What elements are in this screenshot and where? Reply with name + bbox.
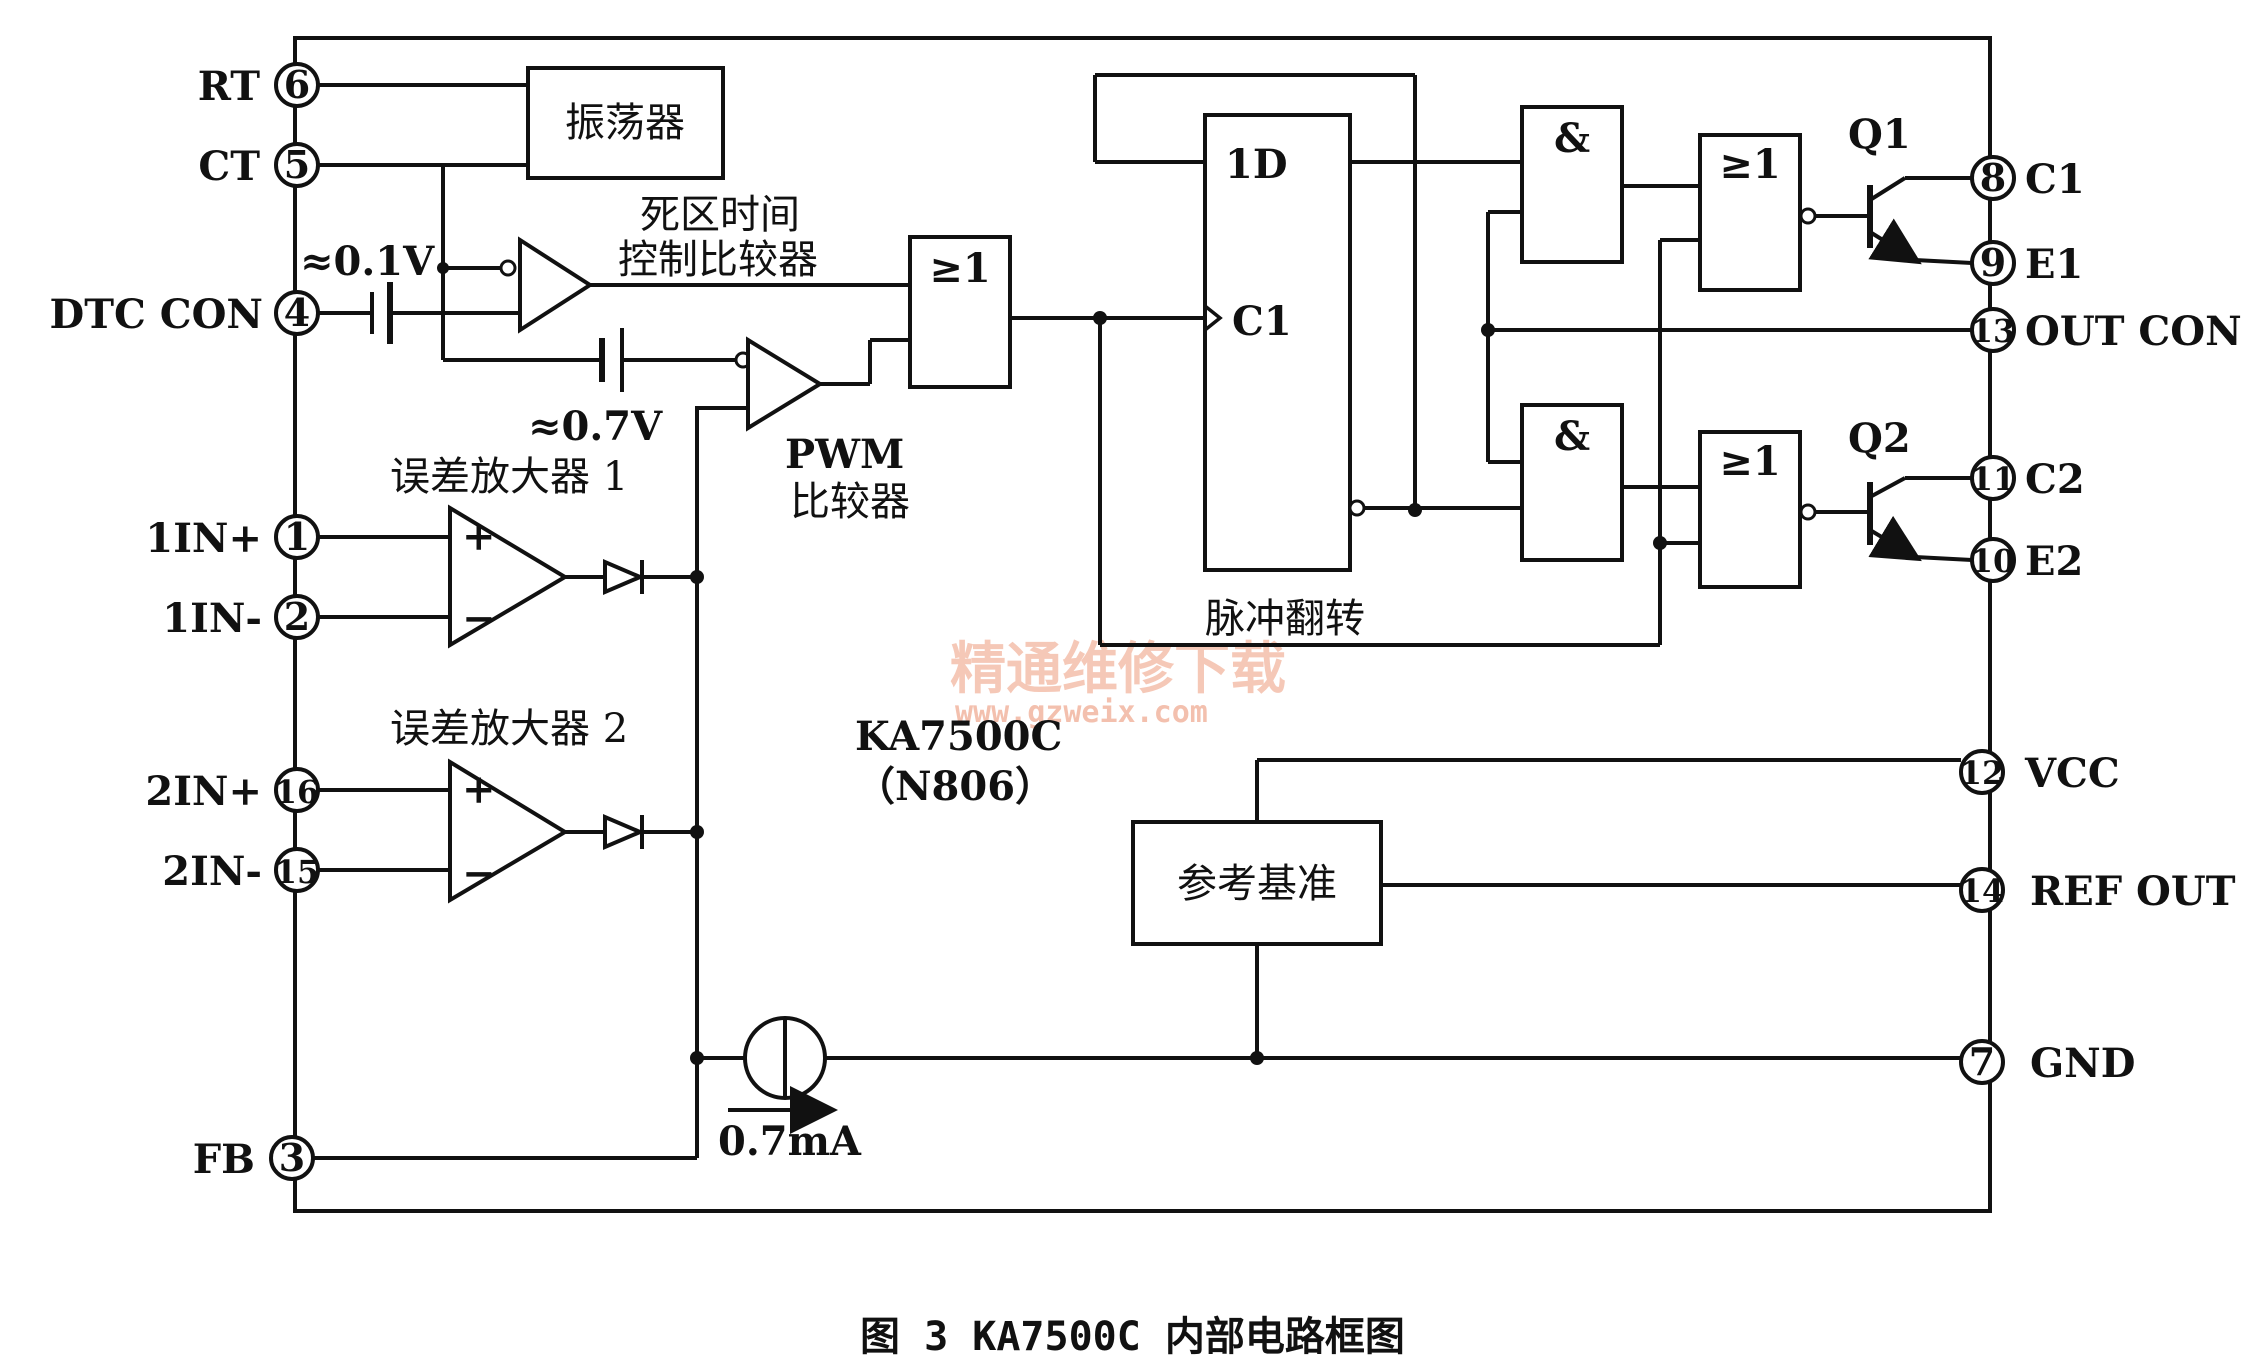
flipflop-c-label: C1 (1232, 298, 1292, 345)
v01-label: ≈0.1V (300, 238, 435, 285)
pin-c1-number: 8 (1980, 155, 2006, 200)
dead-time-label-1: 死区时间 (640, 192, 800, 238)
pin-gnd-number: 7 (1969, 1039, 1995, 1084)
pwm-label-2: 比较器 (790, 479, 910, 525)
transistor-q2: Q2 (1848, 415, 1973, 562)
right-pins: 8 C1 9 E1 13 OUT CON 11 C2 10 E2 12 VCC (1959, 155, 2242, 1087)
error-amp-2-plus: + (462, 766, 496, 813)
pin-c2: 11 C2 (1970, 455, 2085, 503)
pin-2in-plus-number: 16 (275, 773, 320, 811)
dead-time-comparator: 死区时间 控制比较器 ≈0.1V (300, 165, 910, 360)
pin-2in-plus: 16 2IN+ (145, 767, 320, 815)
figure-caption: 图 3 KA7500C 内部电路框图 (860, 1314, 1405, 1360)
flipflop-caption: 脉冲翻转 (1205, 596, 1365, 642)
pin-vcc: 12 VCC (1959, 749, 2120, 797)
and-gate-1: & (1520, 105, 1624, 264)
pin-fb-number: 3 (279, 1135, 305, 1180)
pin-fb-label: FB (193, 1136, 255, 1183)
pin-rt: 6 RT (198, 62, 320, 110)
or-gate-main-label: ≥1 (929, 245, 990, 292)
pin-out-con: 13 OUT CON (1970, 307, 2242, 355)
pin-rt-label: RT (198, 63, 261, 110)
pin-ct-number: 5 (284, 142, 310, 187)
pin-ref-out-number: 14 (1960, 872, 2005, 910)
pin-1in-minus-label: 1IN- (162, 595, 262, 642)
pin-e2-label: E2 (2025, 538, 2083, 585)
pin-1in-plus-number: 1 (284, 514, 310, 559)
out-con-bus (1481, 210, 1972, 464)
pin-gnd-label: GND (2030, 1040, 2135, 1087)
pin-e1-label: E1 (2025, 241, 2083, 288)
or-gate-out-1-label: ≥1 (1719, 141, 1780, 188)
flipflop-d-label: 1D (1225, 141, 1288, 188)
pin-vcc-number: 12 (1960, 754, 2005, 792)
transistor-q1: Q1 (1848, 111, 1973, 265)
oscillator-block: 振荡器 (318, 66, 725, 180)
pin-1in-plus-label: 1IN+ (145, 515, 262, 562)
error-amp-1-plus: + (462, 513, 496, 560)
and-gate-2: & (1520, 403, 1624, 562)
pin-e1: 9 E1 (1970, 240, 2083, 288)
current-label: 0.7mA (718, 1118, 862, 1165)
flipflop-block: 1D C1 脉冲翻转 (1093, 73, 1662, 647)
pin-ct: 5 CT (198, 142, 320, 190)
pin-e2: 10 E2 (1970, 537, 2083, 585)
pin-c1-label: C1 (2025, 156, 2085, 203)
pin-e2-number: 10 (1971, 542, 2016, 580)
v07-label: ≈0.7V (528, 403, 663, 450)
pin-dtc-number: 4 (284, 290, 310, 335)
reference-label: 参考基准 (1177, 861, 1337, 907)
pin-vcc-label: VCC (2024, 750, 2120, 797)
pin-1in-minus: 2 1IN- (162, 594, 320, 642)
pin-ref-out: 14 REF OUT (1959, 867, 2236, 915)
watermark-url: www.gzweix.com (955, 695, 1208, 730)
or-gate-out-2: ≥1 (1622, 430, 1870, 589)
pin-c2-label: C2 (2025, 456, 2085, 503)
pin-2in-minus: 15 2IN- (162, 847, 320, 895)
chip-name: KA7500C （N806） (855, 713, 1062, 810)
pin-2in-minus-label: 2IN- (162, 848, 262, 895)
error-amp-1-minus: − (462, 595, 496, 642)
pin-2in-minus-number: 15 (275, 853, 320, 891)
oscillator-label: 振荡器 (565, 100, 685, 146)
q2-label: Q2 (1848, 415, 1911, 462)
pin-c2-number: 11 (1971, 460, 2016, 498)
pin-dtc-label: DTC CON (50, 291, 263, 338)
pin-1in-minus-number: 2 (284, 594, 310, 639)
pin-out-con-number: 13 (1971, 312, 2016, 350)
pin-fb: 3 FB (193, 1135, 315, 1183)
pwm-comparator: ≈0.7V PWM 比较器 (443, 328, 910, 525)
or-gate-main: ≥1 (908, 235, 1205, 389)
pin-gnd: 7 GND (1959, 1039, 2135, 1087)
pin-dtc: 4 DTC CON (50, 290, 320, 338)
reference-block: 参考基准 (1131, 758, 1961, 1065)
error-amplifier-2: 误差放大器 2 + − (318, 706, 704, 904)
error-amp-1-label: 误差放大器 1 (390, 454, 628, 500)
and-gate-2-label: & (1554, 413, 1590, 460)
pin-rt-number: 6 (284, 62, 310, 107)
pin-out-con-label: OUT CON (2025, 308, 2242, 355)
dead-time-label-2: 控制比较器 (618, 237, 818, 283)
and-gate-1-label: & (1554, 115, 1590, 162)
q1-label: Q1 (1848, 111, 1911, 158)
or-gate-out-1: ≥1 (1622, 133, 1870, 292)
pwm-label-1: PWM (785, 431, 904, 478)
error-amp-2-label: 误差放大器 2 (390, 706, 628, 752)
pin-2in-plus-label: 2IN+ (145, 768, 262, 815)
pin-ct-label: CT (198, 143, 260, 190)
chip-alt-label: （N806） (855, 763, 1055, 810)
feedback-bus: 0.7mA (313, 408, 1961, 1165)
chip-name-label: KA7500C (855, 713, 1062, 760)
pin-ref-out-label: REF OUT (2030, 868, 2236, 915)
pin-c1: 8 C1 (1970, 155, 2085, 203)
pin-e1-number: 9 (1980, 240, 2006, 285)
pin-1in-plus: 1 1IN+ (145, 514, 320, 562)
left-pins: 6 RT 5 CT 4 DTC CON 1 1IN+ 2 1IN- 16 2IN… (50, 62, 320, 1183)
error-amplifier-1: 误差放大器 1 + − (318, 454, 704, 649)
or-gate-out-2-label: ≥1 (1719, 438, 1780, 485)
error-amp-2-minus: − (462, 850, 496, 897)
